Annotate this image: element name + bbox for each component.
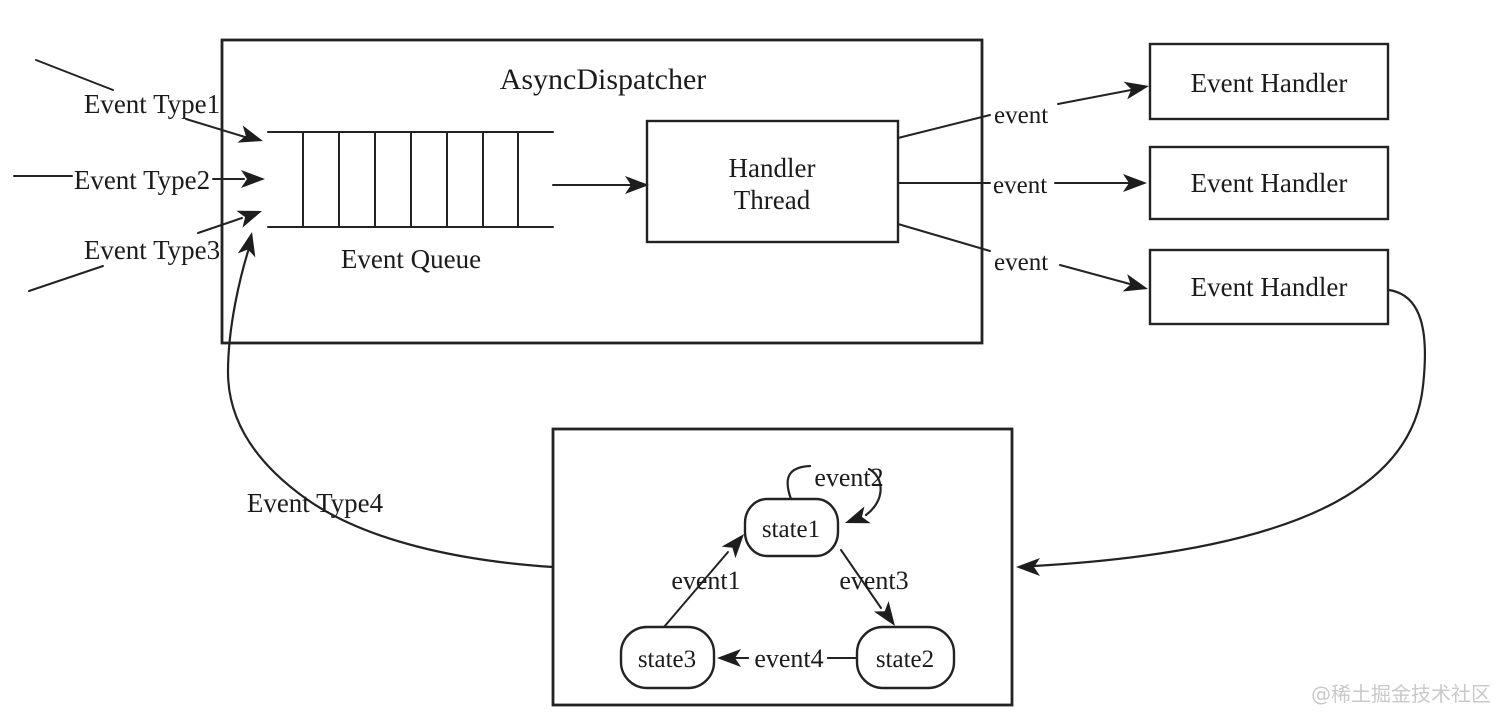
input1-label: Event Type1 [84, 89, 220, 119]
transition-event3-label: event3 [839, 566, 908, 595]
event-handler-label-1: Event Handler [1191, 68, 1348, 98]
input3-label: Event Type3 [84, 235, 220, 265]
event2-to-handler-arrowhead [1123, 174, 1147, 192]
event-edge-label-2: event [993, 172, 1047, 199]
input3-arrowhead [236, 210, 262, 228]
feedback-arrowhead [237, 232, 256, 258]
handler-thread-line2: Thread [734, 185, 811, 215]
self-loop-arrowhead [845, 506, 871, 524]
event1-to-handler-line [1057, 89, 1132, 105]
event-handler-box-3 [1148, 248, 1390, 326]
event-edge-label-3: event [994, 249, 1048, 276]
input1-arrowhead [237, 125, 263, 143]
state-machine-box [551, 427, 1014, 707]
transition-event3-line [840, 549, 882, 609]
event4-label-backing [749, 642, 827, 670]
state2-node [855, 625, 956, 690]
transition-event4-label: event4 [754, 644, 823, 673]
self-loop-left-curve [786, 464, 812, 501]
handler-thread-line1: Handler [729, 153, 816, 183]
watermark: @稀土掘金技术社区 [1311, 682, 1491, 706]
event3-to-handler-arrowhead [1122, 274, 1148, 292]
queue-to-thread-arrowhead [625, 176, 649, 194]
input3-leader-line [28, 265, 104, 292]
feedback-curve [226, 243, 555, 569]
transition-event2-label: event2 [814, 463, 883, 492]
thread-event3-line [897, 223, 991, 252]
transition-event1-line [663, 551, 729, 628]
event-handler-label-2: Event Handler [1191, 168, 1348, 198]
handler-thread-box [645, 119, 900, 244]
input2-label: Event Type2 [74, 165, 210, 195]
handler-to-statemachine-curve [1032, 288, 1426, 568]
state3-label: state3 [638, 646, 696, 673]
input3-arrow-line [197, 217, 243, 234]
event-queue-label: Event Queue [341, 244, 481, 274]
event1-to-handler-arrowhead [1123, 81, 1149, 100]
event-handler-box-1 [1148, 42, 1390, 121]
event-handler-box-2 [1148, 145, 1390, 221]
handler-to-statemachine-arrowhead [1016, 558, 1040, 576]
event3-to-handler-line [1059, 264, 1131, 285]
feedback-label: Event Type4 [247, 488, 384, 518]
state1-node [743, 497, 840, 558]
state3-node [619, 625, 716, 690]
self-loop-right-curve [864, 467, 882, 517]
thread-event1-line [897, 114, 991, 139]
transition-event1-arrowhead [721, 534, 744, 559]
state2-label: state2 [876, 646, 934, 673]
input2-arrowhead [241, 170, 265, 188]
event-handler-label-3: Event Handler [1191, 272, 1348, 302]
async-dispatcher-title: AsyncDispatcher [500, 63, 707, 96]
transition-event4-arrowhead [717, 649, 741, 667]
transition-event1-label: event1 [671, 566, 740, 595]
input1-arrow-line [185, 118, 246, 138]
event-queue-shape [267, 131, 554, 228]
input1-leader-line [35, 59, 114, 91]
async-dispatcher-box [220, 38, 984, 345]
event-edge-label-1: event [994, 102, 1048, 129]
state1-label: state1 [762, 516, 820, 543]
transition-event3-arrowhead [873, 601, 895, 626]
